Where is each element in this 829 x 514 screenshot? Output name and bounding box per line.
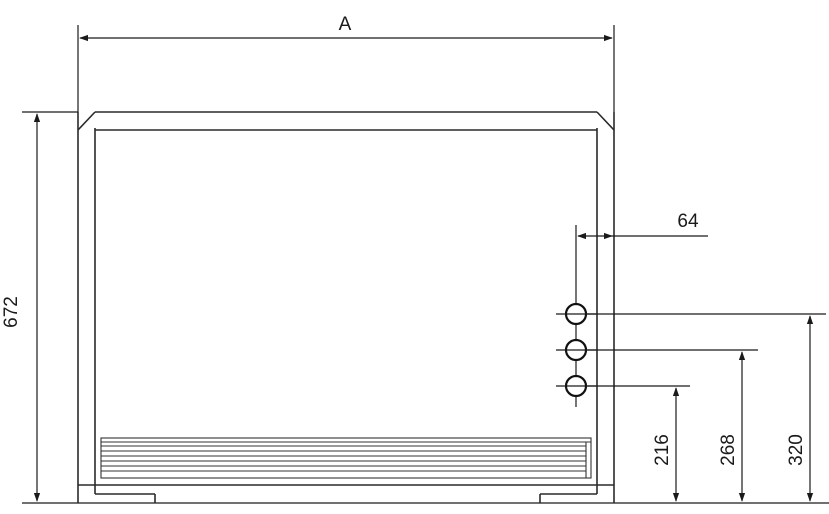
appliance-body: [77, 111, 615, 503]
height-dimension: 672: [1, 111, 78, 502]
pipe-high-label: 320: [786, 434, 807, 466]
pipe-low-label: 216: [652, 434, 673, 466]
width-label: A: [339, 14, 352, 35]
pipe-high-dimension: 320: [586, 313, 826, 502]
grille: [100, 437, 592, 479]
width-dimension: A: [77, 14, 615, 112]
height-label: 672: [1, 296, 22, 328]
pipe-offset-dimension: 64: [575, 211, 708, 407]
pipe-offset-label: 64: [677, 211, 699, 232]
pipe-mid-dimension: 268: [586, 349, 758, 502]
pipe-mid-label: 268: [718, 434, 739, 466]
pipe-low-dimension: 216: [586, 385, 690, 502]
